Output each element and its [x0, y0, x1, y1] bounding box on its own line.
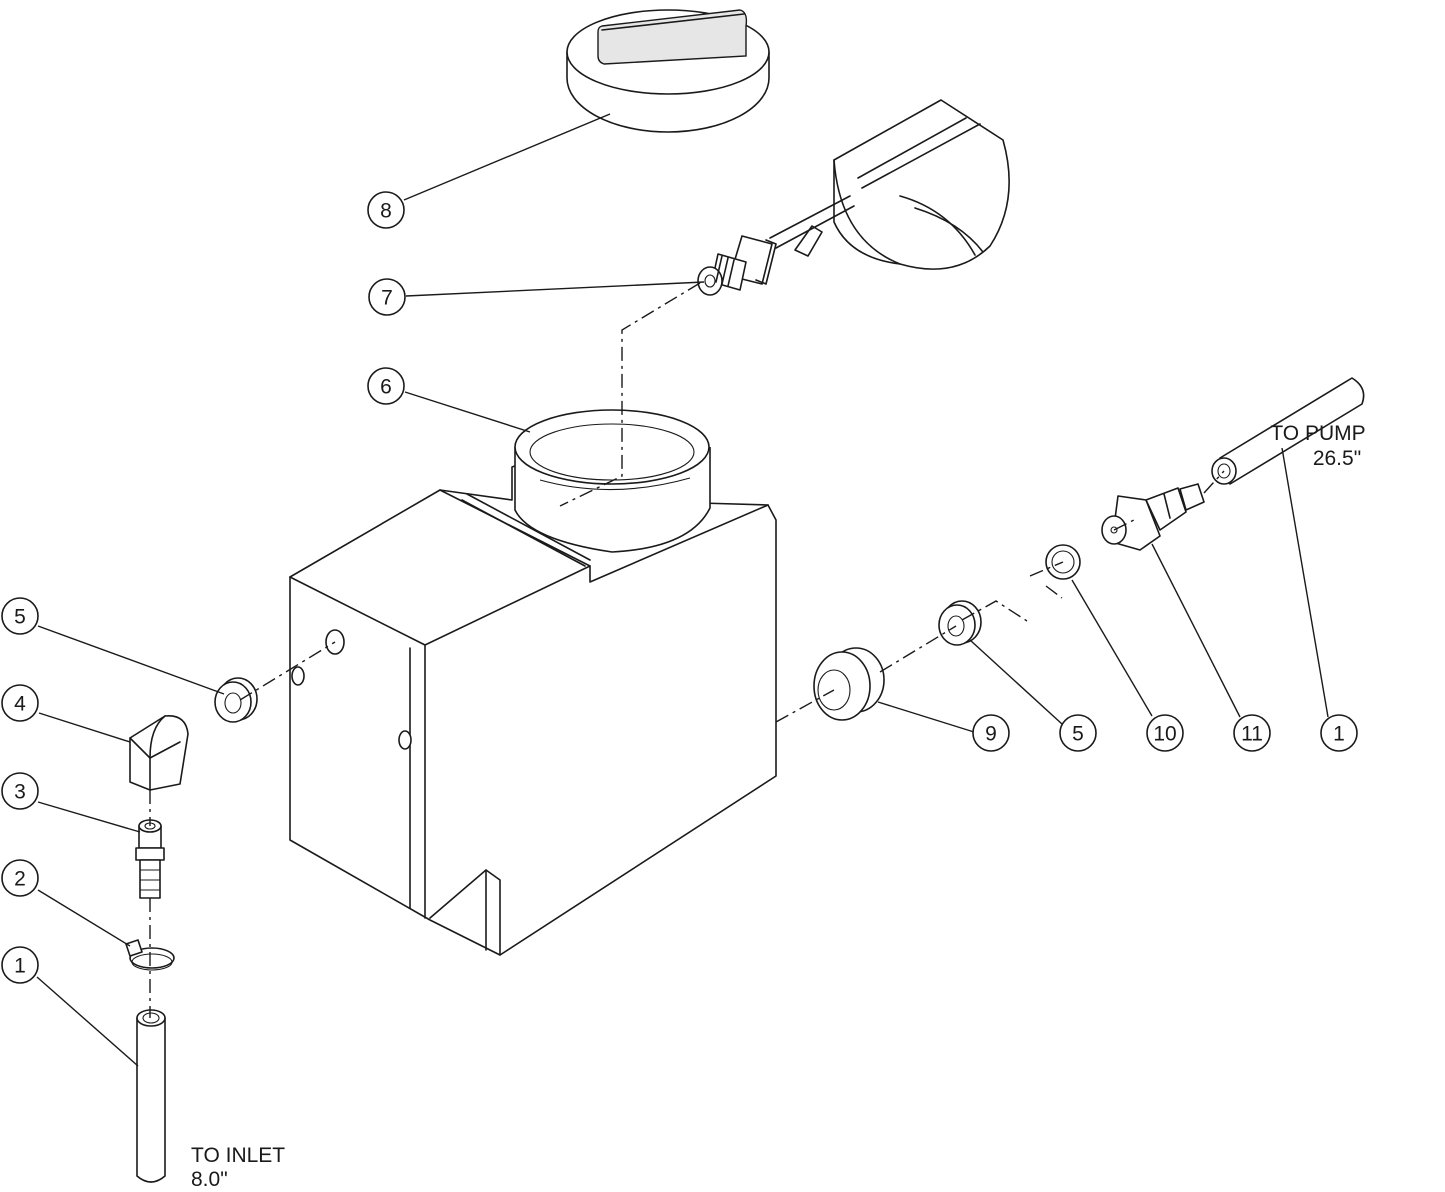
callout-1-left-label: 1 — [14, 955, 26, 978]
callout-9-label: 9 — [985, 723, 997, 746]
note-to-pump: TO PUMP — [1270, 422, 1365, 445]
callout-5-right: 5 — [1059, 714, 1097, 752]
callout-3-label: 3 — [14, 781, 26, 804]
part-hose-barb — [135, 819, 165, 899]
callout-10-label: 10 — [1153, 723, 1176, 746]
note-to-inlet: TO INLET — [191, 1144, 285, 1167]
callout-4: 4 — [1, 684, 39, 722]
callout-11-label: 11 — [1241, 723, 1263, 746]
callout-7: 7 — [368, 278, 406, 316]
callout-4-label: 4 — [14, 693, 26, 716]
callout-1-right: 1 — [1320, 714, 1358, 752]
callout-6-label: 6 — [380, 376, 392, 399]
callout-5-left-label: 5 — [14, 606, 26, 629]
part-elbow — [129, 715, 189, 791]
callout-5-right-label: 5 — [1072, 723, 1084, 746]
callout-6: 6 — [367, 367, 405, 405]
callout-5-left: 5 — [1, 597, 39, 635]
part-nut-left — [214, 677, 258, 723]
note-pump-length: 26.5" — [1313, 447, 1361, 470]
callout-3: 3 — [1, 772, 39, 810]
callout-8-label: 8 — [380, 200, 392, 223]
callout-10: 10 — [1146, 714, 1184, 752]
callout-1-right-label: 1 — [1333, 723, 1345, 746]
callout-8: 8 — [367, 191, 405, 229]
part-hose-clamp — [125, 939, 175, 971]
part-bulkhead-fitting — [1101, 483, 1205, 551]
center-lines — [149, 282, 1225, 1018]
part-nut-right — [938, 600, 982, 646]
part-hose-inlet — [136, 1009, 166, 1183]
callout-11: 11 — [1233, 714, 1271, 752]
callout-7-label: 7 — [381, 287, 393, 310]
part-fill-neck — [514, 409, 711, 553]
part-tank-body — [289, 447, 777, 956]
note-inlet-length: 8.0" — [191, 1168, 228, 1191]
part-grommet — [813, 647, 885, 721]
callout-bubbles: 8 7 6 5 4 3 2 1 — [1, 191, 1358, 984]
callout-1-left: 1 — [1, 946, 39, 984]
callout-9: 9 — [972, 714, 1010, 752]
part-float-valve — [697, 99, 1010, 296]
part-cap — [566, 9, 770, 133]
callout-2: 2 — [1, 859, 39, 897]
leader-lines — [36, 113, 1329, 1067]
callout-2-label: 2 — [14, 868, 26, 891]
notes: TO PUMP 26.5" TO INLET 8.0" — [191, 422, 1366, 1191]
